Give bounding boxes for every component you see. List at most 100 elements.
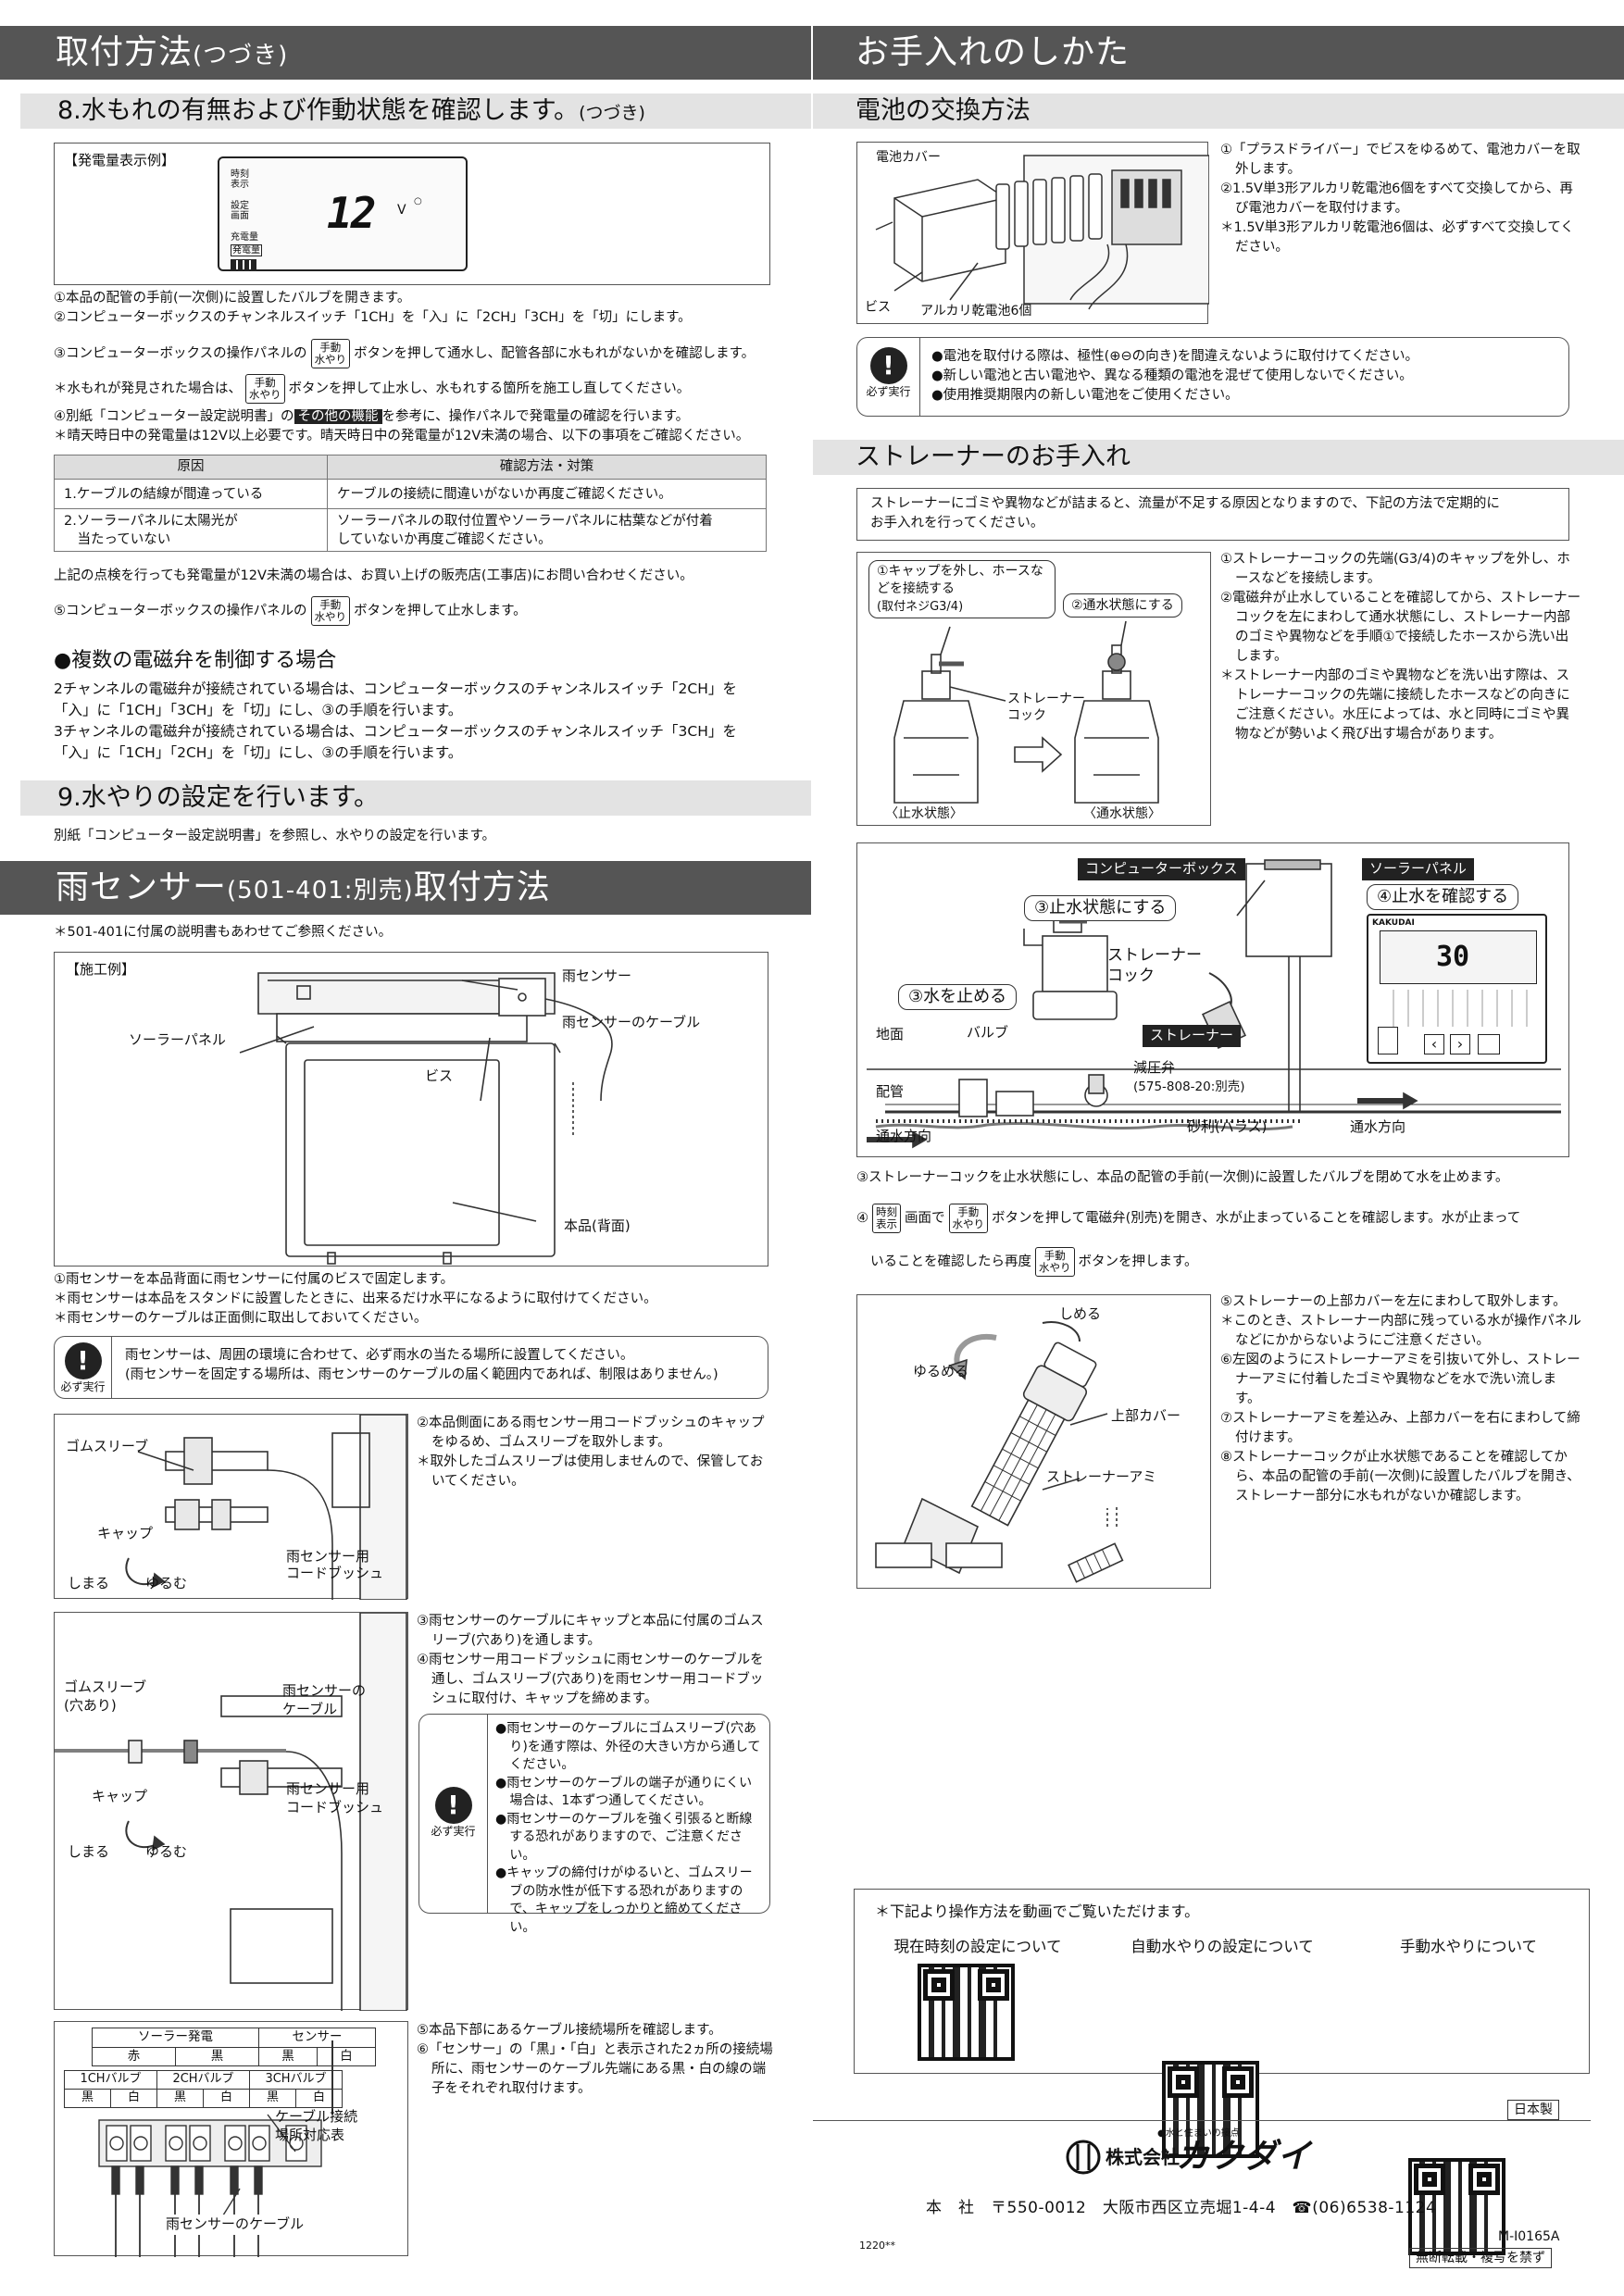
fig2-bush: 雨センサー用コードブッシュ [286, 1548, 384, 1581]
panel-right-button[interactable]: › [1450, 1034, 1470, 1054]
right-title: お手入れのしかた [856, 33, 1131, 71]
net-loosen-label: ゆるめる [913, 1363, 969, 1379]
rain-step-3: ③雨センサーのケーブルにキャップと本品に付属のゴムスリーブ(穴あり)を通します。 [417, 1614, 764, 1648]
rain-title-end: 取付方法 [413, 868, 551, 906]
sys-ground-label: 地面 [876, 1026, 905, 1042]
system-figure: コンピューターボックス ソーラーパネル ③止水状態にする ④止水を確認する スト… [856, 842, 1569, 1157]
other-functions-highlight: その他の機能 [294, 409, 382, 424]
sys-valve-label: バルブ [967, 1024, 1009, 1041]
warning-icon: ! [64, 1342, 102, 1379]
battery-indicator-icon [231, 259, 256, 270]
cable-warning-box: ! 必ず実行 ●雨センサーのケーブルにゴムスリーブ(穴あり)を通す際は、外径の大… [418, 1714, 770, 1935]
multi-valve-text: 2チャンネルの電磁弁が接続されている場合は、コンピューターボックスのチャンネルス… [54, 679, 737, 764]
cord-bush-illustration-1 [125, 1415, 407, 1600]
step4-b: 画面で [905, 1211, 945, 1226]
term-ch3: 3CHバルブ [249, 2070, 343, 2090]
section-8-heading-sub: (つづき) [579, 103, 645, 123]
strainer-intro-1: ストレーナーにゴミや異物などが詰まると、流量が不足する原因となりますので、下記の… [870, 496, 1500, 511]
lcd-label-hatsuden: 発電量 [231, 244, 262, 256]
strainer-net-illustration [875, 1321, 1124, 1583]
rain-step-5: ⑤本品下部にあるケーブル接続場所を確認します。 [417, 2023, 722, 2038]
manual-water-key-3: 手動水やり [310, 596, 351, 626]
warning-label-2: 必ず実行 [431, 1825, 476, 1838]
rain-warning-line-2: (雨センサーを固定する場所は、雨センサーのケーブルの届く範囲内であれば、制限はあ… [125, 1367, 718, 1382]
cable-warning-1: ●雨センサーのケーブルにゴムスリーブ(穴あり)を通す際は、外径の大きい方から通し… [495, 1721, 761, 1772]
strainer-step-6: ⑥左図のようにストレーナーアミを引抜いて外し、ストレーナーアミに付着したゴミや異… [1220, 1353, 1580, 1406]
multi-line-4: 「入」に「1CH」「2CH」を「切」にし、③の手順を行います。 [54, 744, 463, 761]
company-logo: ●水と住まいの接点 株式会社 カクダイ [1065, 2128, 1370, 2183]
panel-lcd: 30 [1380, 930, 1537, 984]
panel-lcd-value: 30 [1436, 941, 1470, 973]
lcd-value: 12 [327, 188, 376, 238]
section-8-heading-text: 8.水もれの有無および作動状態を確認します。 [57, 96, 580, 125]
s8-line-4b: ボタンを押して止水し、水もれする箇所を施工し直してください。 [288, 381, 691, 396]
check-header: 確認方法・対策 [327, 455, 767, 480]
manual-water-key-5: 手動水やり [1035, 1247, 1075, 1277]
qr-code-auto-water[interactable] [1162, 2061, 1259, 2158]
time-display-key: 時刻表示 [872, 1204, 901, 1233]
label-screw: ビス [425, 1067, 454, 1084]
strainer-net-figure: しめる ゆるめる 上部カバー ストレーナーアミ [856, 1294, 1211, 1589]
label-solar-panel: ソーラーパネル [129, 1031, 226, 1048]
manual-water-key-1: 手動水やり [310, 339, 351, 368]
company-tagline: ●水と住まいの接点 [1157, 2128, 1240, 2139]
rain-warning-box: ! 必ず実行 雨センサーは、周囲の環境に合わせて、必ず雨水の当たる場所に設置して… [54, 1336, 768, 1399]
kakudai-logo-icon [1066, 2140, 1101, 2175]
battery-warning-box: ! 必ず実行 ●電池を取付ける際は、極性(⊕⊖の向き)を間違えないように取付けて… [856, 337, 1569, 417]
lcd-label-gamen: 画面 [231, 211, 249, 221]
document-code: M-I0165A [1498, 2229, 1560, 2244]
battery-heading-text: 電池の交換方法 [856, 96, 1031, 125]
panel-left-button[interactable]: ‹ [1424, 1034, 1444, 1054]
cause-row-2-cause: 2.ソーラーパネルに太陽光が当たっていない [54, 508, 328, 552]
rain-note: ＊501-401に付属の説明書もあわせてご参照ください。 [54, 925, 393, 940]
terminal-block-illustration [98, 2040, 333, 2257]
panel-set-button[interactable] [1478, 1034, 1500, 1054]
rain-install-example: 【施工例】 雨センサー 雨センサーのケーブル ソーラーパネル ビス 本品(背面) [54, 952, 768, 1267]
strainer-step-1: ①ストレーナーコックの先端(G3/4)のキャップを外し、ホースなどを接続します。 [1220, 552, 1570, 586]
footer-divider [813, 2120, 1591, 2121]
rain-install-illustration [239, 972, 613, 1265]
cord-bush-figure-2: ゴムスリーブ(穴あり) 雨センサーのケーブル 雨センサー用コードブッシュ キャッ… [54, 1612, 408, 2011]
rain-step-2-note: ＊取外したゴムスリーブは使用しませんので、保管しておいてください。 [417, 1454, 764, 1489]
battery-step-2: ②1.5V単3形アルカリ乾電池6個をすべて交換してから、再び電池カバーを取付けま… [1220, 181, 1573, 216]
cord-bush-illustration-2 [55, 1613, 407, 2011]
lcd-label-jikoku: 時刻 [231, 169, 249, 180]
multi-line-1: 2チャンネルの電磁弁が接続されている場合は、コンピューターボックスのチャンネルス… [54, 680, 737, 697]
term-sensor: センサー [258, 2028, 376, 2048]
fig3-tighten: しまる [68, 1843, 110, 1860]
section-9-heading-text: 9.水やりの設定を行います。 [57, 783, 380, 812]
terminal-cable-label: 雨センサーのケーブル [166, 2215, 305, 2235]
made-in-japan: 日本製 [1507, 2100, 1559, 2121]
strainer-step-5: ⑤ストレーナーの上部カバーを左にまわして取外します。 [1220, 1294, 1567, 1309]
sys-gravel-label: 砂利(バラス) [1187, 1118, 1268, 1135]
step4-c: ボタンを押して電磁弁(別売)を開き、水が止まっていることを確認します。水が止まっ… [992, 1211, 1521, 1226]
fig3-cap: キャップ [92, 1788, 148, 1804]
manual-water-key-4: 手動水やり [948, 1204, 988, 1233]
rain-title-sub: (501-401:別売) [227, 877, 414, 905]
section-9-heading: 9.水やりの設定を行います。 [20, 780, 811, 816]
manual-water-key-2: 手動水やり [245, 374, 285, 404]
net-tighten-label: しめる [1059, 1305, 1102, 1322]
rain-title: 雨センサー [56, 868, 228, 906]
s8-line-3a: ③コンピューターボックスの操作パネルの [54, 346, 307, 361]
terminal-label: ケーブル接続場所対応表 [275, 2108, 358, 2143]
panel-brand: KAKUDAI [1372, 918, 1415, 928]
strainer-step-7: ⑦ストレーナーアミを差込み、上部カバーを右にまわして締付けます。 [1220, 1411, 1580, 1445]
cable-warning-3: ●雨センサーのケーブルを強く引張ると断線する恐れがありますので、ご注意ください。 [495, 1811, 753, 1863]
qr-code-manual-water[interactable] [1408, 2158, 1505, 2255]
sys-stop-callout: ③止水状態にする [1024, 895, 1177, 922]
battery-illustration [875, 155, 1209, 310]
battery-alkaline-label: アルカリ乾電池6個 [920, 304, 1032, 318]
strainer-step-8: ⑧ストレーナーコックが止水状態であることを確認してから、本品の配管の手前(一次側… [1220, 1450, 1580, 1504]
s8-line-8: ⑤コンピューターボックスの操作パネルの手動水やりボタンを押して止水します。 [54, 596, 527, 626]
rain-step-1-note-1: ＊雨センサーは本品をスタンドに設置したときに、出来るだけ水平になるように取付けて… [54, 1292, 657, 1306]
battery-warning-2: ●新しい電池と古い電池や、異なる種類の電池を混ぜて使用しないでください。 [931, 368, 1413, 383]
step4-num: ④ [856, 1211, 868, 1226]
rain-sensor-title-bar: 雨センサー(501-401:別売)取付方法 [0, 861, 811, 915]
strainer-step-4-cont: いることを確認したら再度手動水やりボタンを押します。 [870, 1247, 1198, 1277]
qr-code-time-setting[interactable] [918, 1964, 1015, 2061]
battery-step-note: ＊1.5V単3形アルカリ乾電池6個は、必ずすべて交換してください。 [1220, 220, 1574, 255]
panel-manual-button[interactable] [1378, 1027, 1398, 1054]
